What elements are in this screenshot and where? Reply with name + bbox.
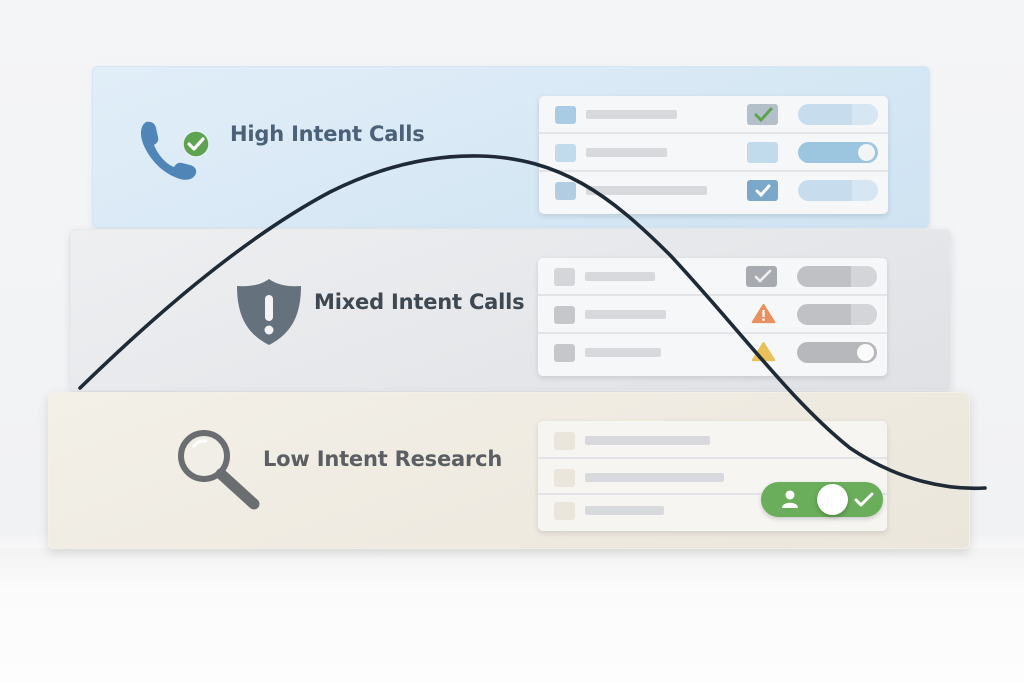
status-check-green[interactable] <box>747 104 778 125</box>
warning-orange-icon <box>751 303 776 324</box>
warning-yellow-icon <box>751 341 776 362</box>
list-row[interactable] <box>539 96 888 134</box>
tier-title-low-intent: Low Intent Research <box>263 447 503 471</box>
high-intent-panel: High Intent Calls <box>92 66 930 228</box>
placeholder-bar <box>586 110 677 119</box>
row-checkbox[interactable] <box>555 144 576 162</box>
row-checkbox[interactable] <box>554 432 575 450</box>
check-icon <box>854 492 874 507</box>
placeholder-bar <box>585 506 664 515</box>
toggle-on[interactable] <box>797 342 877 363</box>
row-checkbox[interactable] <box>554 344 575 362</box>
status-check-gray[interactable] <box>746 266 777 287</box>
user-icon <box>782 490 798 508</box>
phone-check-icon <box>140 121 210 180</box>
placeholder-bar <box>585 310 666 319</box>
floor-surface <box>0 548 1024 683</box>
list-row[interactable] <box>539 134 888 172</box>
row-checkbox[interactable] <box>555 106 576 124</box>
list-row[interactable] <box>538 258 887 296</box>
row-checkbox[interactable] <box>554 268 575 286</box>
row-checkbox[interactable] <box>554 306 575 324</box>
list-row[interactable] <box>538 495 887 531</box>
high-intent-list <box>539 96 888 214</box>
list-row[interactable] <box>538 334 887 372</box>
toggle-partial[interactable] <box>797 304 877 325</box>
row-checkbox[interactable] <box>554 502 575 520</box>
row-checkbox[interactable] <box>555 182 576 200</box>
placeholder-bar <box>586 148 667 157</box>
placeholder-bar <box>585 436 710 445</box>
list-row[interactable] <box>538 421 887 459</box>
row-checkbox[interactable] <box>554 469 575 487</box>
placeholder-bar <box>585 348 661 357</box>
mixed-intent-list <box>538 258 887 376</box>
highlight-toggle[interactable] <box>761 482 883 517</box>
shield-alert-icon <box>237 279 301 345</box>
status-check-blue[interactable] <box>747 180 778 201</box>
toggle-partial[interactable] <box>798 180 878 201</box>
placeholder-bar <box>586 186 707 195</box>
magnifier-icon <box>178 430 260 510</box>
toggle-partial[interactable] <box>797 266 877 287</box>
toggle-knob[interactable] <box>817 484 848 515</box>
list-row[interactable] <box>539 172 888 210</box>
mixed-intent-panel: Mixed Intent Calls <box>70 229 951 391</box>
toggle-on[interactable] <box>798 142 878 163</box>
tier-title-high-intent: High Intent Calls <box>230 122 425 146</box>
placeholder-bar <box>585 272 655 281</box>
toggle-partial[interactable] <box>798 104 878 125</box>
list-row[interactable] <box>538 296 887 334</box>
tier-title-mixed-intent: Mixed Intent Calls <box>314 290 525 314</box>
status-unchecked[interactable] <box>747 142 778 163</box>
low-intent-panel: Low Intent Research <box>48 392 970 549</box>
placeholder-bar <box>585 473 724 482</box>
